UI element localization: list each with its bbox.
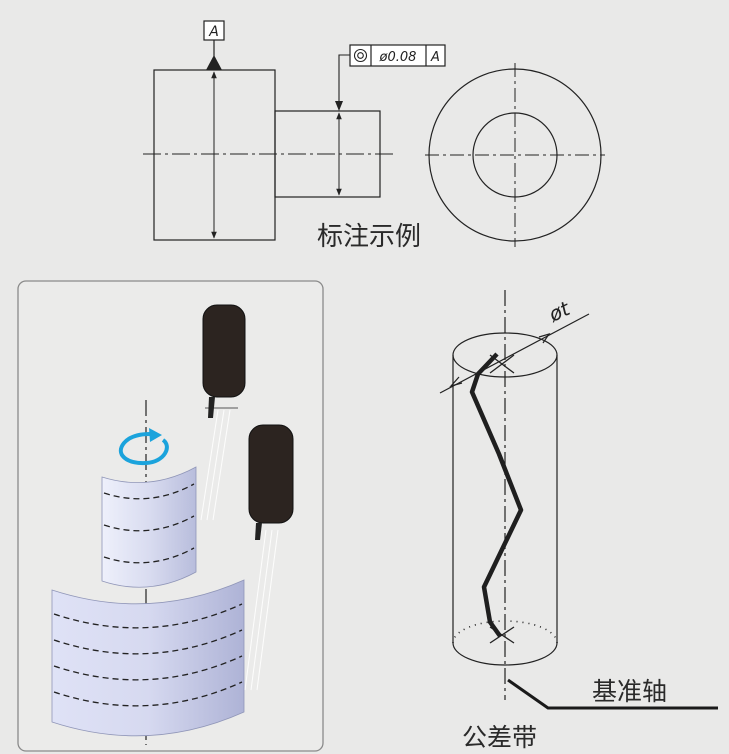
fcf-leader [338,54,350,109]
lower-probe [244,424,294,691]
feature-control-frame: ø0.08 A [335,44,446,111]
drawing-caption: 标注示例 [317,222,421,252]
zone-symbol: øt [544,296,574,327]
datum-axis-leader [507,678,718,710]
fcf-datum: A [430,50,440,65]
concentricity-icon [353,48,368,63]
lower-cylinder [51,579,245,737]
datum-axis-label: 基准轴 [592,677,667,706]
rotation-arrow-icon [118,428,169,466]
tolerance-zone-label: 公差带 [462,723,537,752]
side-view [425,63,605,247]
upper-cylinder [101,466,197,588]
front-view [143,69,395,241]
zone-diameter-annotation: øt [439,296,590,394]
datum-label: A [208,24,219,40]
actual-axis-curve [469,352,524,638]
fcf-tolerance: ø0.08 [379,50,417,65]
center-crosses [489,354,515,644]
upper-probe [200,304,246,521]
datum-feature: A [203,20,225,70]
datum-triangle [206,55,222,70]
